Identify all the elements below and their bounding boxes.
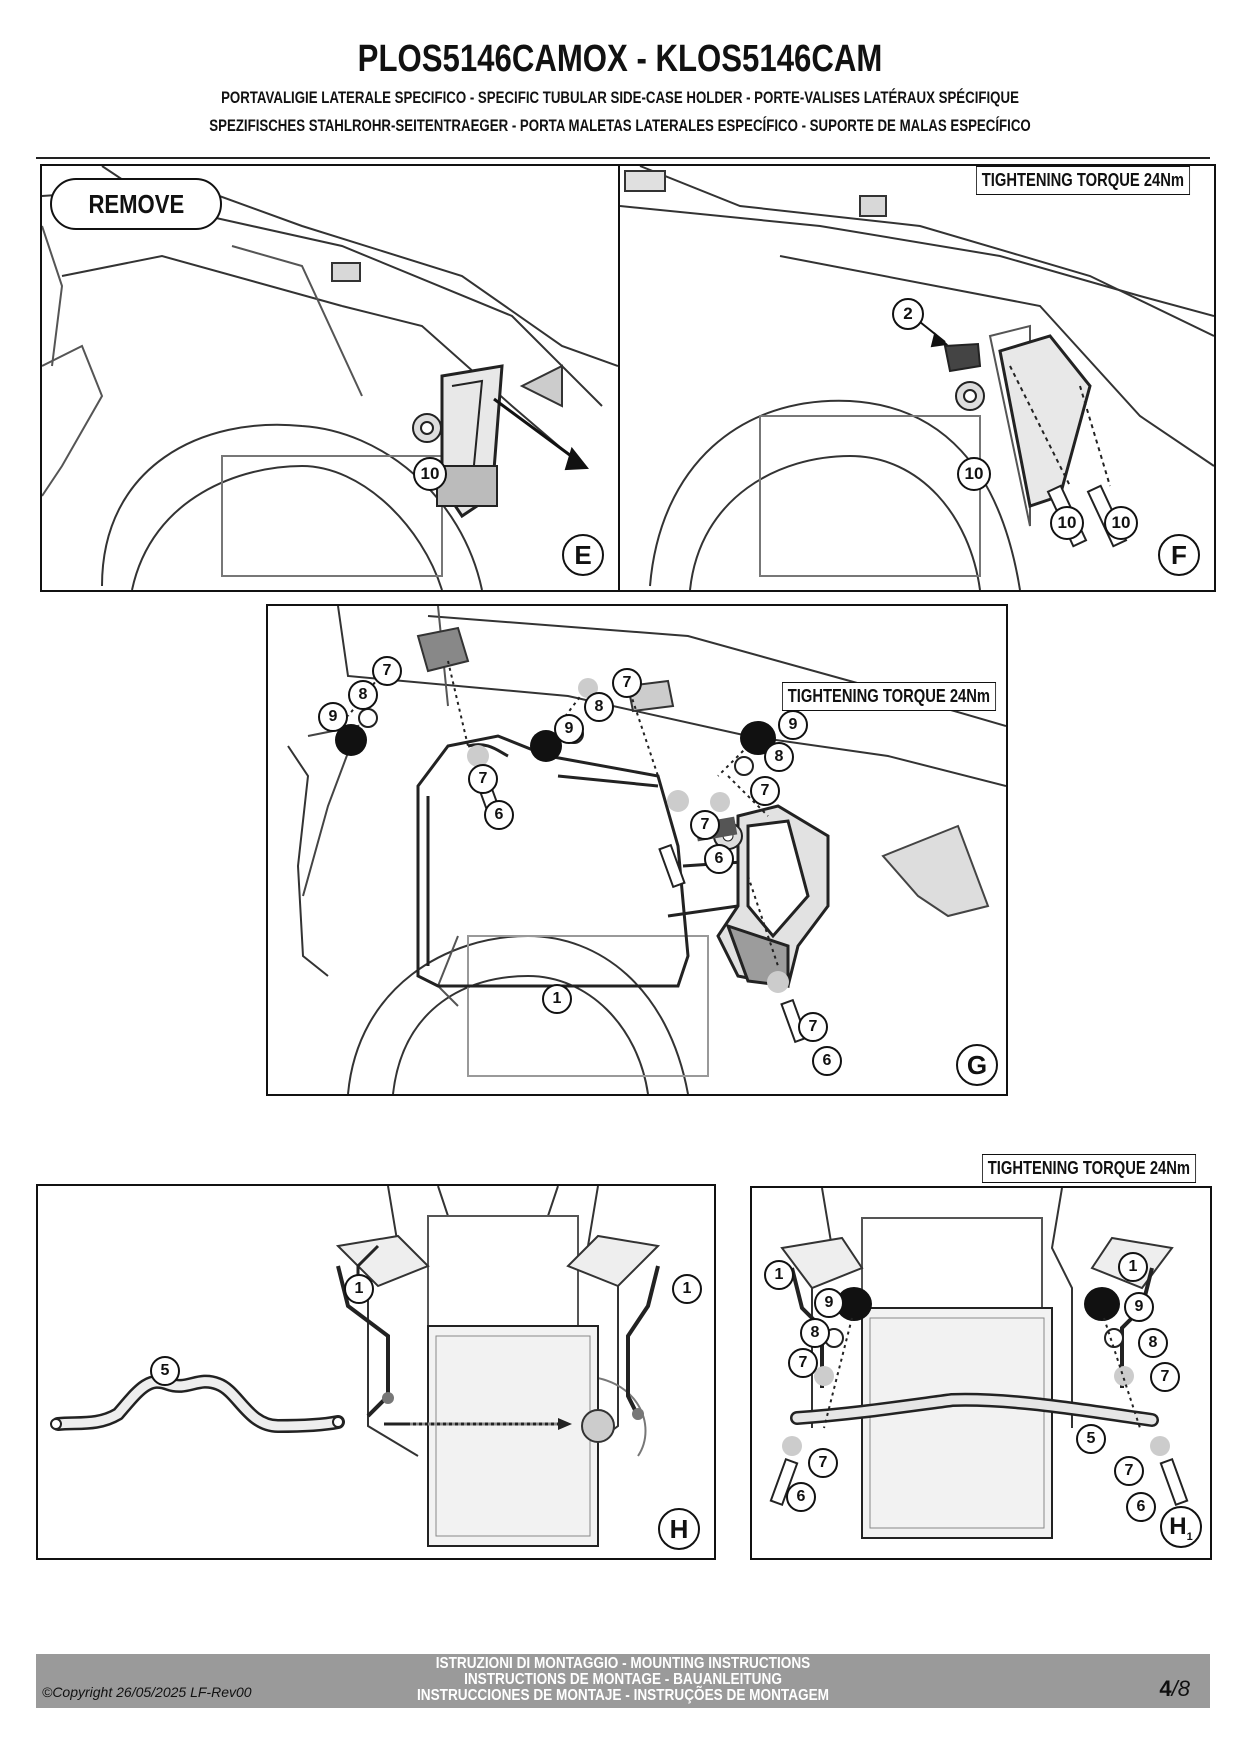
callout-1: 1 [672, 1274, 702, 1304]
footer-line-3: INSTRUCCIONES DE MONTAJE - INSTRUÇÕES DE… [416, 1687, 830, 1704]
panel-f: TIGHTENING TORQUE 24Nm 2 10 10 10 F [618, 164, 1216, 592]
header-divider [36, 157, 1210, 159]
callout-7: 7 [612, 668, 642, 698]
callout-8: 8 [348, 680, 378, 710]
callout-1: 1 [542, 984, 572, 1014]
callout-7: 7 [690, 810, 720, 840]
panel-h1: 1 9 8 7 7 6 1 9 8 7 5 7 6 H1 [750, 1186, 1212, 1560]
footer-line-1: ISTRUZIONI DI MONTAGGIO - MOUNTING INSTR… [435, 1655, 811, 1672]
callout-8: 8 [584, 692, 614, 722]
callout-7: 7 [808, 1448, 838, 1478]
callout-7: 7 [1114, 1456, 1144, 1486]
step-letter-f: F [1158, 534, 1200, 576]
document-title: PLOS5146CAMOX - KLOS5146CAM [357, 38, 883, 80]
footer-line-2: INSTRUCTIONS DE MONTAGE - BAUANLEITUNG [464, 1671, 782, 1688]
torque-label: TIGHTENING TORQUE 24Nm [982, 1154, 1196, 1183]
panel-h: 1 1 5 H [36, 1184, 716, 1560]
callout-5: 5 [150, 1356, 180, 1386]
callout-8: 8 [764, 742, 794, 772]
callout-5: 5 [1076, 1424, 1106, 1454]
torque-label: TIGHTENING TORQUE 24Nm [976, 166, 1190, 195]
callout-1: 1 [1118, 1252, 1148, 1282]
callout-7: 7 [468, 764, 498, 794]
callout-6: 6 [786, 1482, 816, 1512]
callout-9: 9 [554, 714, 584, 744]
footer-bar: ISTRUZIONI DI MONTAGGIO - MOUNTING INSTR… [36, 1654, 1210, 1708]
callout-9: 9 [318, 702, 348, 732]
panel-h1-illustration [769, 1188, 1189, 1539]
callout-7: 7 [372, 656, 402, 686]
callout-9: 9 [778, 710, 808, 740]
callout-7: 7 [1150, 1362, 1180, 1392]
callout-10: 10 [1050, 506, 1084, 540]
callout-10: 10 [957, 457, 991, 491]
panel-h-illustration [50, 1186, 661, 1547]
step-letter-e: E [562, 534, 604, 576]
callout-8: 8 [1138, 1328, 1168, 1358]
callout-8: 8 [800, 1318, 830, 1348]
callout-10: 10 [413, 457, 447, 491]
callout-10: 10 [1104, 506, 1138, 540]
panel-g-illustration [287, 606, 1006, 1094]
torque-label: TIGHTENING TORQUE 24Nm [782, 682, 996, 711]
callout-9: 9 [1124, 1292, 1154, 1322]
subtitle-line-2: SPEZIFISCHES STAHLROHR-SEITENTRAEGER - P… [209, 116, 1031, 135]
panel-e-illustration [42, 166, 618, 590]
subtitle-line-1: PORTAVALIGIE LATERALE SPECIFICO - SPECIF… [221, 88, 1019, 107]
callout-2: 2 [892, 298, 924, 330]
callout-7: 7 [750, 776, 780, 806]
copyright: ©Copyright 26/05/2025 LF-Rev00 [42, 1684, 252, 1700]
panel-e: REMOVE 10 E [40, 164, 620, 592]
step-letter-h: H [658, 1508, 700, 1550]
callout-6: 6 [704, 844, 734, 874]
remove-badge: REMOVE [50, 178, 222, 230]
panel-g: TIGHTENING TORQUE 24Nm 7 8 9 7 8 9 7 6 9… [266, 604, 1008, 1096]
callout-7: 7 [798, 1012, 828, 1042]
callout-1: 1 [344, 1274, 374, 1304]
callout-6: 6 [484, 800, 514, 830]
callout-1: 1 [764, 1260, 794, 1290]
callout-6: 6 [812, 1046, 842, 1076]
page-number: 4/8 [1159, 1676, 1190, 1701]
step-letter-h1: H1 [1160, 1506, 1202, 1548]
step-letter-g: G [956, 1044, 998, 1086]
callout-6: 6 [1126, 1492, 1156, 1522]
callout-9: 9 [814, 1288, 844, 1318]
callout-7: 7 [788, 1348, 818, 1378]
